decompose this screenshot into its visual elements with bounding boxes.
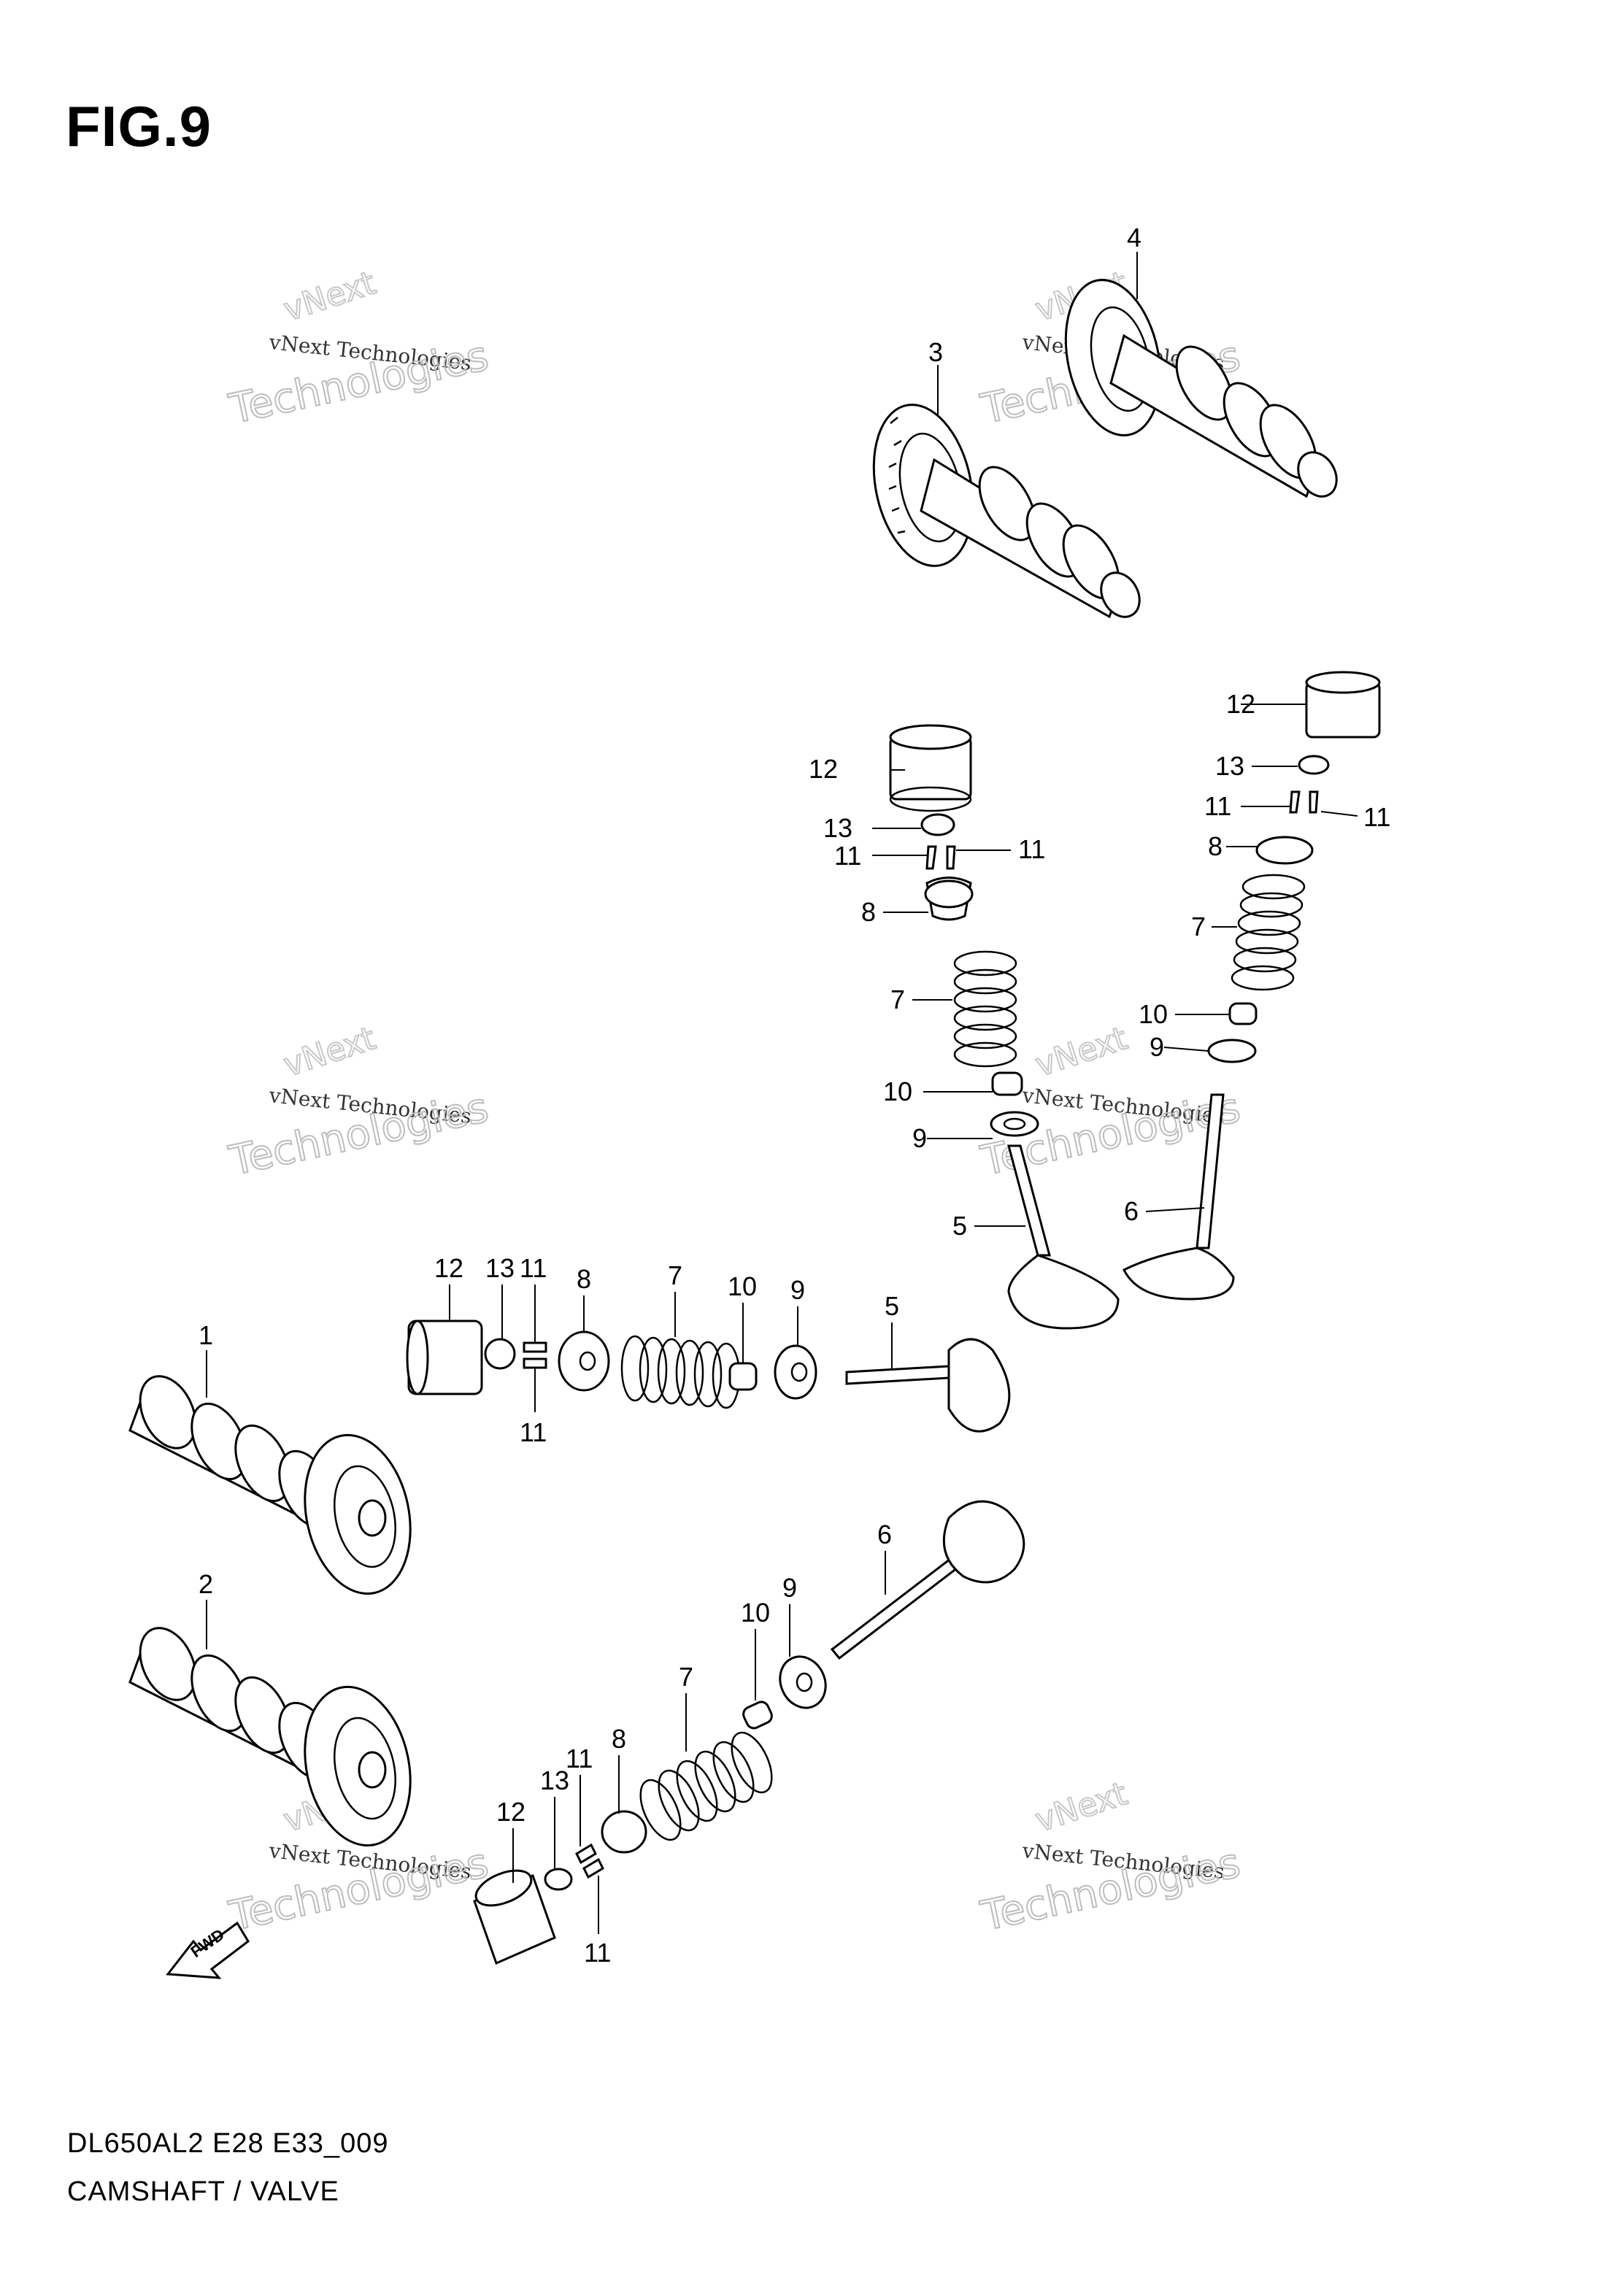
callout-11: 11 (566, 1744, 593, 1773)
callout-10: 10 (883, 1076, 912, 1106)
watermark-bottom-right: vNext vNext Technologies Technologies (976, 1774, 1244, 1941)
retainer-part-8[interactable] (1255, 836, 1314, 865)
stem-seal-part-10[interactable] (728, 1362, 758, 1391)
valve-part-6[interactable] (1122, 1093, 1235, 1301)
figure-title: FIG.9 (66, 94, 212, 158)
callout-12: 12 (434, 1253, 463, 1283)
valve-assembly-upper-center (889, 724, 1120, 1330)
valve-part-5[interactable] (845, 1338, 1011, 1433)
tappet-part-12[interactable] (406, 1320, 483, 1395)
retainer-part-8[interactable] (558, 1330, 610, 1392)
callout-9: 9 (912, 1123, 927, 1153)
valve-assembly-lower (471, 1500, 1025, 1965)
callout-13: 13 (1215, 751, 1244, 781)
shim-part-13[interactable] (1298, 755, 1330, 775)
shim-part-13[interactable] (920, 813, 955, 836)
watermark-word-small: vNext (280, 264, 380, 328)
callout-9: 9 (1150, 1032, 1164, 1062)
section-name-label: CAMSHAFT / VALVE (67, 2176, 339, 2207)
retainer-part-8[interactable] (924, 877, 974, 921)
callout-6: 6 (877, 1519, 892, 1549)
cotter-part-11[interactable] (925, 845, 956, 870)
callout-8: 8 (577, 1264, 591, 1294)
callout-1: 1 (199, 1320, 213, 1350)
leader-lines (206, 252, 1358, 1934)
valve-assembly-middle (406, 1320, 1011, 1433)
callout-12: 12 (496, 1797, 525, 1827)
callout-11: 11 (1363, 802, 1390, 832)
callout-12: 12 (809, 754, 838, 784)
valve-spring-part-7[interactable] (632, 1727, 779, 1846)
shim-part-13[interactable] (484, 1338, 516, 1370)
spring-seat-part-9[interactable] (774, 1344, 817, 1400)
watermark-word-small: vNext (280, 1020, 380, 1084)
callout-12: 12 (1226, 689, 1255, 719)
camshaft-part-3[interactable] (860, 396, 1147, 624)
cotter-part-11[interactable] (523, 1341, 547, 1369)
callout-7: 7 (1191, 912, 1206, 941)
spring-seat-part-9[interactable] (772, 1649, 834, 1716)
callout-7: 7 (890, 985, 905, 1014)
valve-spring-part-7[interactable] (1231, 874, 1306, 991)
callout-11: 11 (1018, 834, 1045, 864)
spring-seat-part-9[interactable] (990, 1111, 1039, 1137)
valve-spring-part-7[interactable] (620, 1335, 741, 1409)
callout-6: 6 (1124, 1196, 1139, 1226)
valve-spring-part-7[interactable] (953, 950, 1017, 1068)
callout-5: 5 (885, 1291, 899, 1321)
callout-11: 11 (584, 1938, 611, 1968)
callout-13: 13 (823, 813, 852, 843)
camshaft-part-4[interactable] (1052, 271, 1344, 503)
stem-seal-part-10[interactable] (1228, 1002, 1258, 1025)
callout-10: 10 (728, 1271, 757, 1301)
cotter-part-11[interactable] (1289, 790, 1319, 814)
tappet-part-12[interactable] (889, 724, 972, 812)
stem-seal-part-10[interactable] (991, 1071, 1023, 1096)
callout-11: 11 (520, 1253, 547, 1283)
watermark-top-left: vNext vNext Technologies Technologies (224, 263, 493, 434)
retainer-part-8[interactable] (601, 1810, 647, 1854)
stem-seal-part-10[interactable] (741, 1700, 774, 1730)
callout-11: 11 (520, 1417, 547, 1447)
shim-part-13[interactable] (544, 1868, 573, 1891)
callout-8: 8 (612, 1724, 626, 1754)
callout-labels: 4 3 12 13 11 11 8 7 10 9 5 12 13 11 11 8… (199, 223, 1390, 1968)
callout-3: 3 (928, 337, 943, 367)
tappet-part-12[interactable] (471, 1863, 556, 1965)
callout-5: 5 (952, 1211, 967, 1241)
callout-9: 9 (790, 1275, 805, 1305)
callout-13: 13 (485, 1253, 515, 1283)
callout-2: 2 (199, 1569, 213, 1599)
callout-8: 8 (1208, 831, 1223, 861)
forward-direction-marker: FWD (166, 1921, 250, 1979)
callout-7: 7 (679, 1662, 693, 1692)
callout-13: 13 (540, 1765, 569, 1795)
callout-7: 7 (668, 1260, 682, 1290)
callout-11: 11 (1204, 791, 1231, 821)
tappet-part-12[interactable] (1305, 671, 1381, 739)
valve-part-5[interactable] (1007, 1144, 1120, 1330)
callout-8: 8 (861, 897, 876, 927)
callout-10: 10 (741, 1598, 770, 1627)
callout-4: 4 (1127, 223, 1141, 253)
callout-11: 11 (834, 841, 861, 871)
watermark-mid-left: vNext vNext Technologies Technologies (224, 1019, 493, 1186)
cotter-part-11[interactable] (575, 1843, 604, 1879)
callout-9: 9 (782, 1573, 797, 1603)
camshaft-part-1[interactable] (128, 1368, 424, 1604)
spring-seat-part-9[interactable] (1207, 1039, 1257, 1063)
watermark-word-small: vNext (1031, 1020, 1132, 1084)
camshaft-part-2[interactable] (128, 1619, 424, 1856)
watermark-word-small: vNext (1031, 1775, 1132, 1839)
valve-part-6[interactable] (830, 1500, 1025, 1660)
valve-assembly-upper-right (1122, 671, 1381, 1301)
callout-10: 10 (1139, 999, 1168, 1029)
model-code-label: DL650AL2 E28 E33_009 (67, 2128, 389, 2159)
